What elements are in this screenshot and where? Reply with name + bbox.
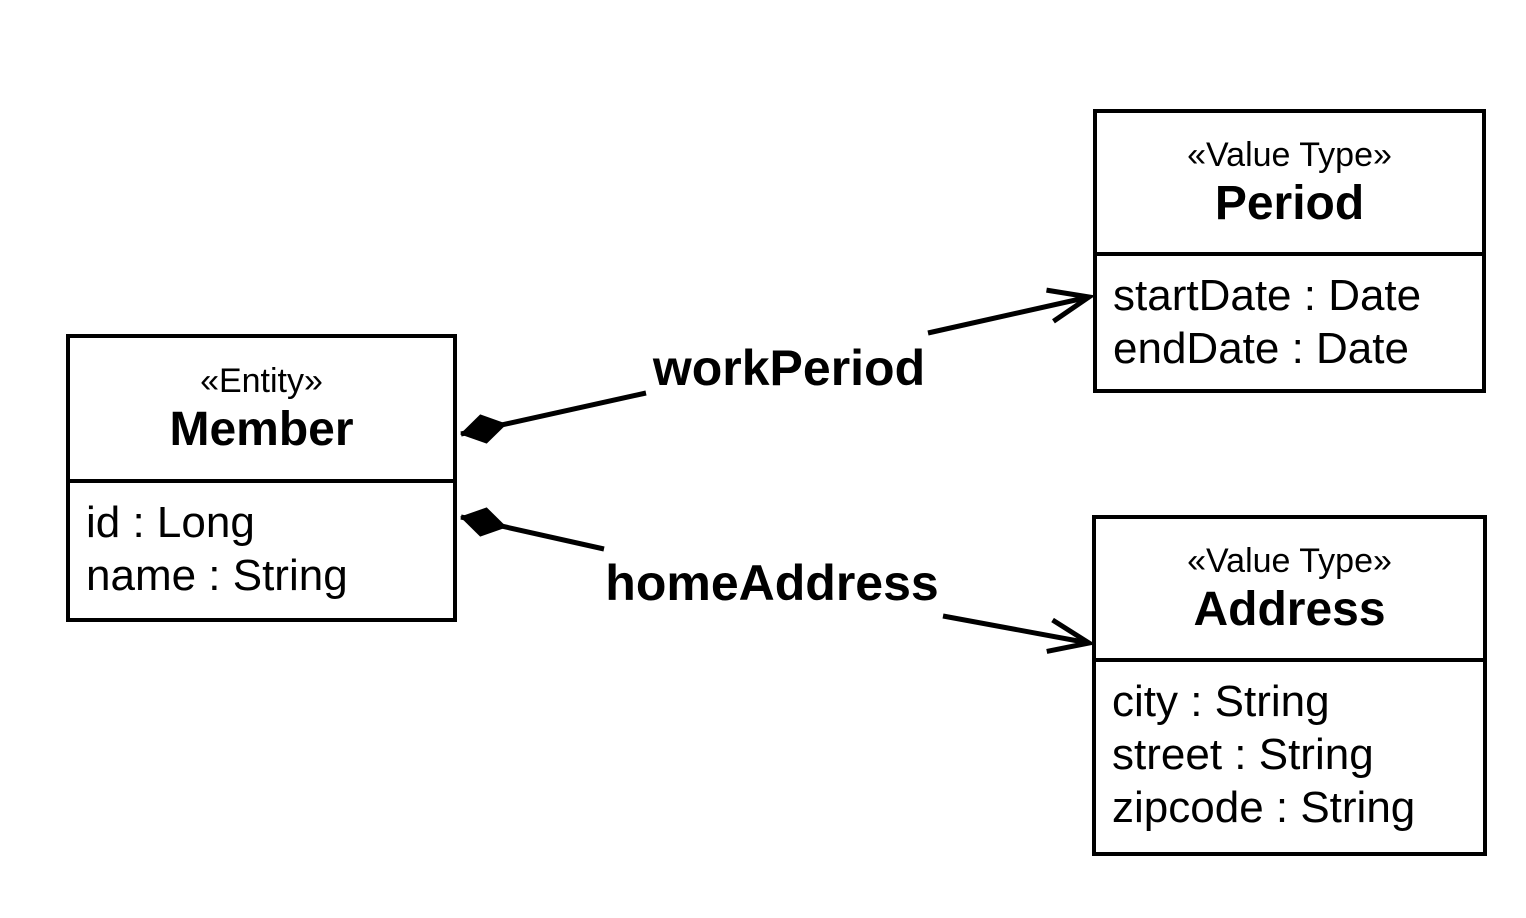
class-member-stereotype: «Entity» (200, 361, 323, 400)
class-period-stereotype: «Value Type» (1187, 135, 1392, 174)
class-address-name: Address (1193, 582, 1386, 636)
attribute-row: id : Long (86, 498, 255, 547)
edge-homeaddress-source-segment (460, 507, 605, 552)
attribute-row: city : String (1112, 677, 1330, 726)
edge-workperiod-source-segment (460, 390, 647, 444)
class-box-member: «Entity» Member id : Long name : String (66, 334, 457, 622)
attribute-row: name : String (86, 551, 348, 600)
class-period-name: Period (1214, 176, 1365, 230)
class-box-period: «Value Type» Period startDate : Date end… (1093, 109, 1486, 393)
class-box-address: «Value Type» Address city : String stree… (1092, 515, 1487, 856)
class-address-header: «Value Type» Address (1096, 519, 1483, 662)
edge-homeaddress-target-segment (942, 613, 1089, 643)
class-member-attributes: id : Long name : String (70, 483, 453, 618)
relation-label-homeaddress: homeAddress (605, 555, 939, 611)
edge-workperiod-target-segment (927, 297, 1089, 336)
relation-label-workperiod: workPeriod (652, 340, 926, 396)
class-address-attributes: city : String street : String zipcode : … (1096, 662, 1483, 852)
class-period-header: «Value Type» Period (1097, 113, 1482, 256)
attribute-row: endDate : Date (1113, 324, 1409, 373)
class-member-header: «Entity» Member (70, 338, 453, 483)
class-address-stereotype: «Value Type» (1187, 541, 1392, 580)
class-period-attributes: startDate : Date endDate : Date (1097, 256, 1482, 389)
attribute-row: startDate : Date (1113, 271, 1422, 320)
attribute-row: zipcode : String (1112, 783, 1416, 832)
attribute-row: street : String (1112, 730, 1374, 779)
class-member-name: Member (169, 402, 354, 456)
